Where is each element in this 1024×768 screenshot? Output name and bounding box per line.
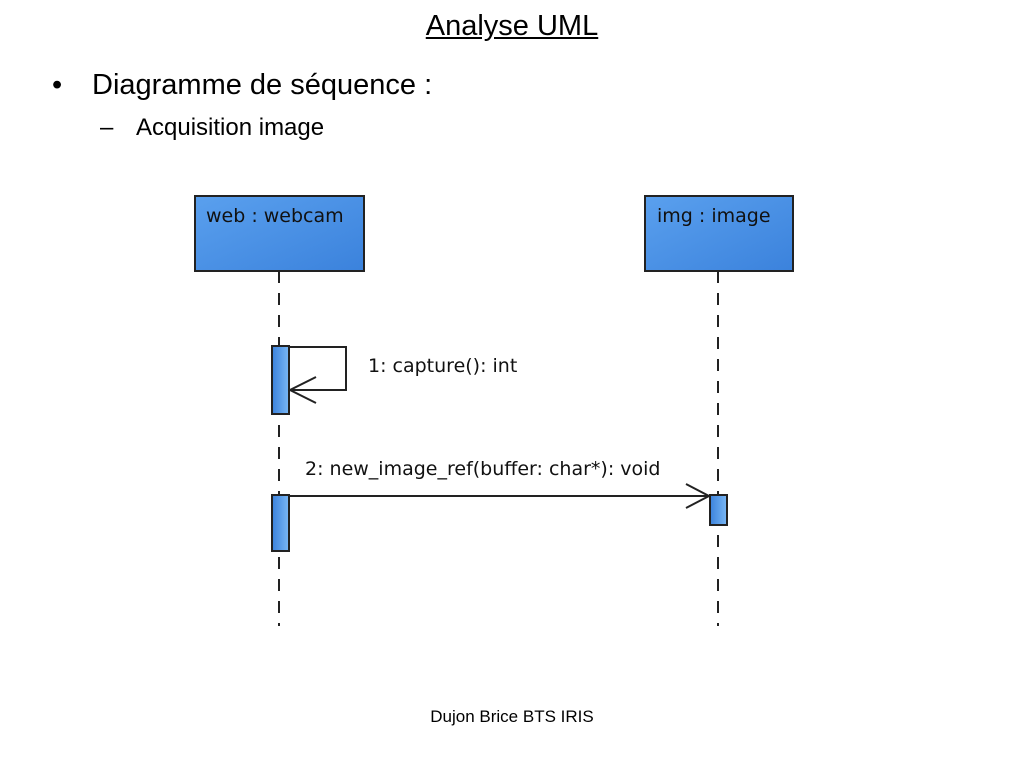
bullet-mark-level1: • bbox=[52, 69, 63, 101]
message-new-image-ref: 2: new_image_ref(buffer: char*): void bbox=[289, 458, 712, 509]
message-2-arrowhead bbox=[685, 483, 712, 509]
message-self-arrowhead bbox=[287, 376, 317, 404]
message-2-label: 2: new_image_ref(buffer: char*): void bbox=[305, 458, 660, 480]
bullet-level2-text: Acquisition image bbox=[136, 114, 325, 141]
bullet-mark-level2: – bbox=[100, 114, 114, 141]
bullet-level1: • Diagramme de séquence : bbox=[52, 66, 432, 104]
activation-webcam-1 bbox=[271, 345, 290, 415]
bullet-level1-text: Diagramme de séquence : bbox=[92, 69, 433, 101]
message-self-capture: 1: capture(): int bbox=[287, 346, 517, 404]
activation-image-1 bbox=[709, 494, 728, 526]
slide-footer: Dujon Brice BTS IRIS bbox=[430, 707, 594, 726]
lifeline-image: img : image bbox=[644, 195, 794, 626]
slide-title: Analyse UML bbox=[425, 10, 599, 42]
bullet-level2: –Acquisition image bbox=[100, 112, 324, 144]
message-self-label: 1: capture(): int bbox=[368, 355, 517, 377]
activation-webcam-2 bbox=[271, 494, 290, 552]
lifeline-webcam-box bbox=[194, 195, 365, 272]
lifeline-webcam-label: web : webcam bbox=[206, 205, 344, 227]
lifeline-webcam: web : webcam bbox=[194, 195, 365, 626]
message-self-line bbox=[289, 346, 347, 391]
lifeline-image-label: img : image bbox=[657, 205, 771, 227]
